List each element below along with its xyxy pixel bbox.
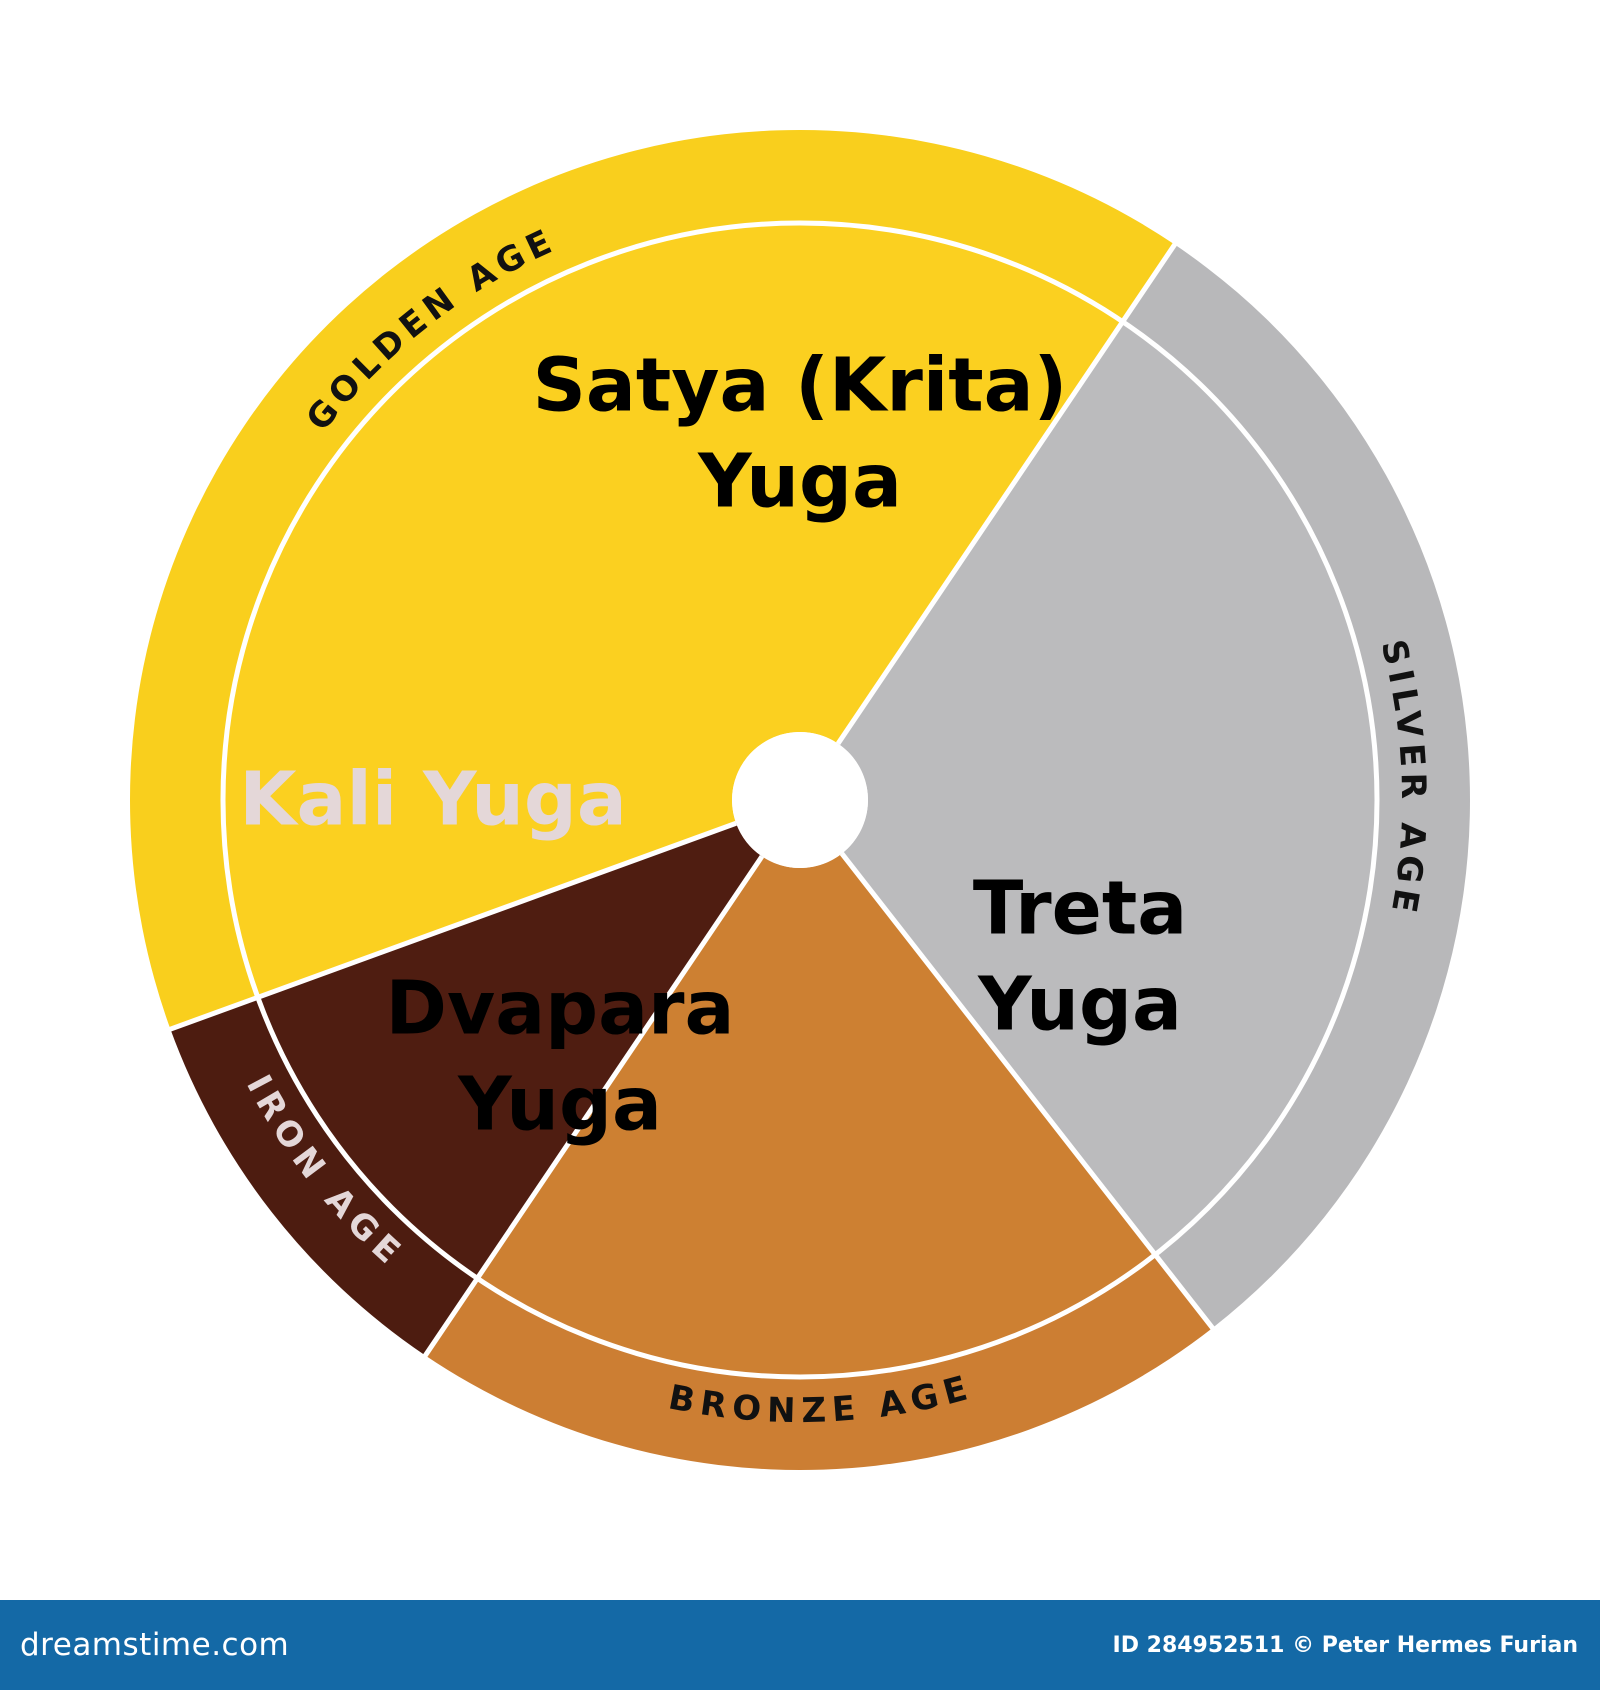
slice-separators (166, 220, 1380, 1380)
ring-segment-bronze-age (425, 1254, 1213, 1470)
slice-kali-yuga (257, 823, 762, 1279)
ring-segment-silver-age (1122, 244, 1470, 1328)
slice-treta-yuga (838, 321, 1377, 1255)
ring-segment-iron-age (170, 997, 478, 1356)
slice-satya-krita-yuga (223, 223, 1123, 998)
slice-label-kali-yuga: Kali Yuga (239, 757, 627, 843)
watermark-bar: dreamstime.com ID 284952511 © Peter Herm… (0, 1600, 1600, 1690)
ring-segment-golden-age (129, 129, 1175, 1030)
watermark-logo: dreamstime.com (20, 1627, 290, 1663)
slice-dvapara-yuga (477, 853, 1156, 1377)
slice-label-satya-krita-yuga: Satya (Krita)Yuga (533, 343, 1068, 525)
center-hole (732, 732, 868, 868)
watermark-credit: ID 284952511 © Peter Hermes Furian (1112, 1632, 1578, 1658)
